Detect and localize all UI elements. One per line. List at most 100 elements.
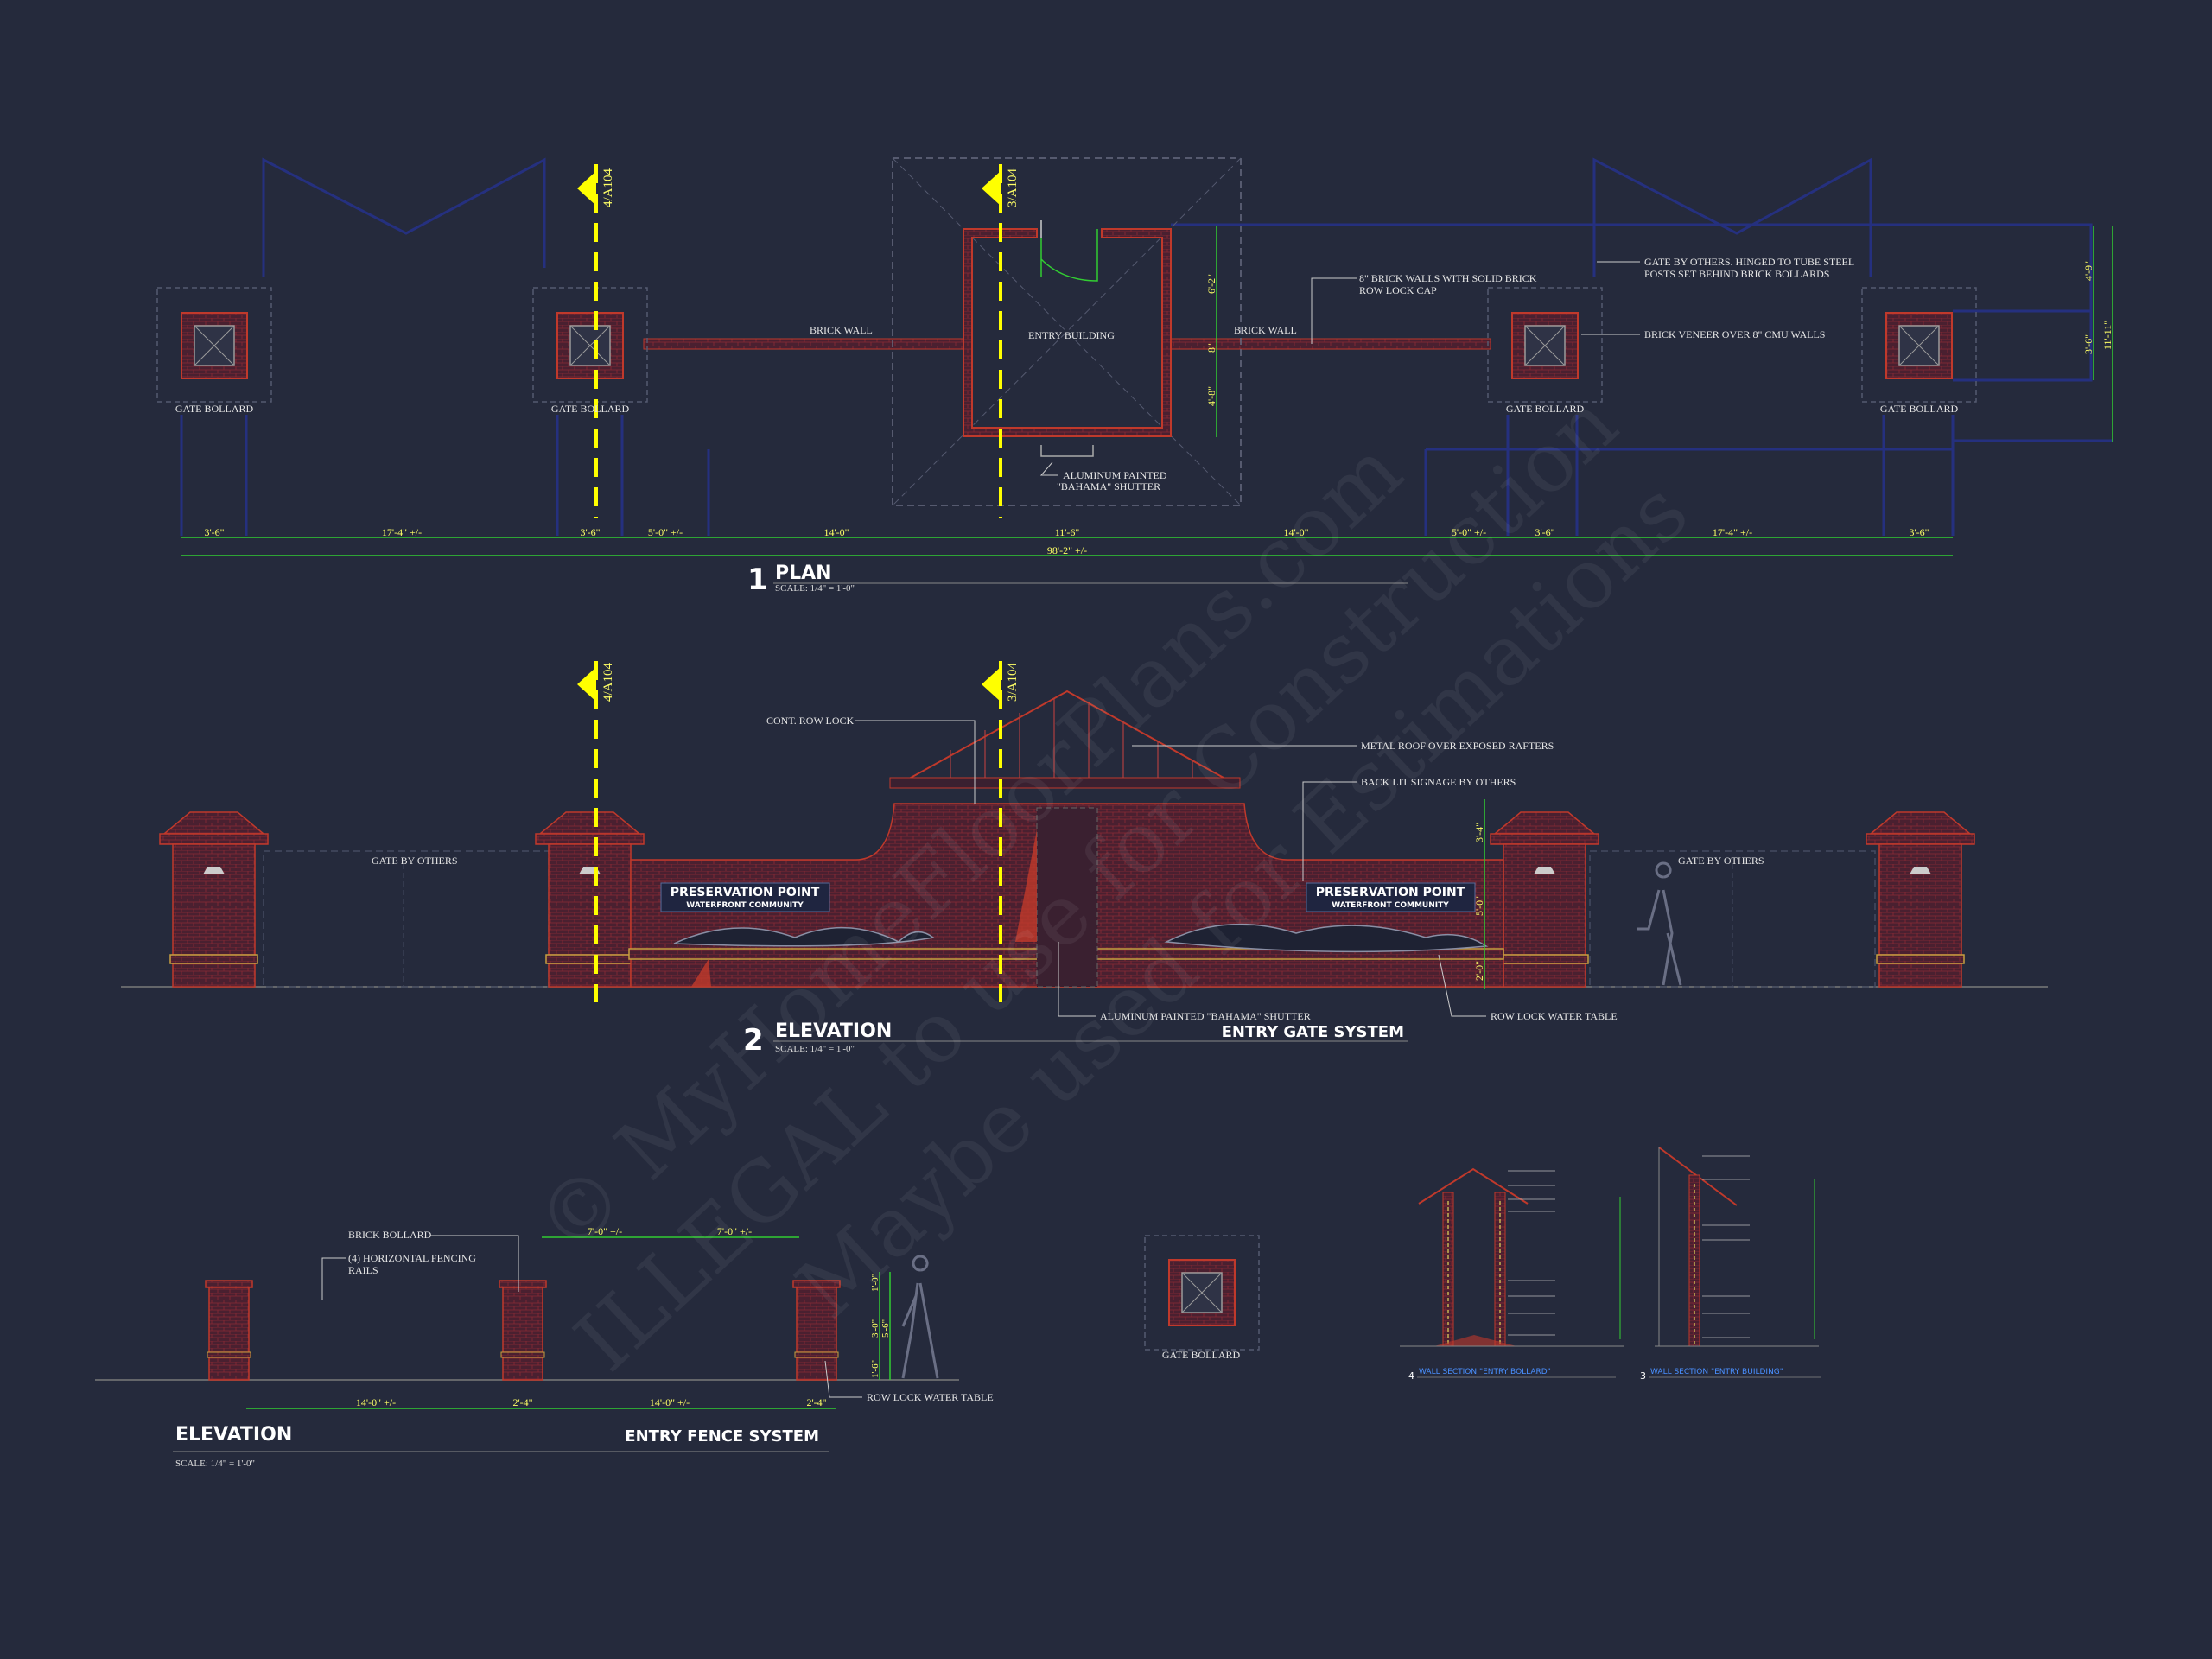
elev-section-tag-left: 4/A104 xyxy=(601,663,615,702)
plan-bollard-label-4: GATE BOLLARD xyxy=(1880,403,1959,415)
elev-bollard-3 xyxy=(1490,811,1599,988)
fence-dim-bottom-2: 2'-4" xyxy=(512,1396,532,1408)
plan-section-tag-center: 3/A104 xyxy=(1006,168,1020,208)
section-3-number: 3 xyxy=(1640,1370,1646,1382)
fence-dim-right-1: 1'-0" xyxy=(870,1274,880,1292)
plan-dim-6: 11'-6" xyxy=(1055,526,1080,538)
sign-right-line-1: PRESERVATION POINT xyxy=(1316,886,1465,899)
plan-bollard-label-1: GATE BOLLARD xyxy=(175,403,254,415)
plan-bollard-label-2: GATE BOLLARD xyxy=(551,403,630,415)
wall-section-bollard: 4 WALL SECTION "ENTRY BOLLARD" xyxy=(1400,1167,1624,1382)
elev-sign-right: PRESERVATION POINT WATERFRONT COMMUNITY xyxy=(1306,882,1476,912)
elev-water-table-label: ROW LOCK WATER TABLE xyxy=(1491,1010,1618,1022)
fence-subtitle: ENTRY FENCE SYSTEM xyxy=(625,1427,819,1446)
plan-building-dim-1: 6'-2" xyxy=(1205,274,1217,294)
elev-section-tag-center: 3/A104 xyxy=(1006,663,1020,702)
plan-section-tag-left: 4/A104 xyxy=(601,168,615,208)
plan-dimension-lines xyxy=(181,226,2113,556)
plan-brick-wall-right: BRICK WALL xyxy=(1234,324,1297,336)
plan-right-dim-2: 3'-6" xyxy=(2082,334,2094,354)
plan-dim-5: 14'-0" xyxy=(823,526,849,538)
plan-dim-4: 5'-0" +/- xyxy=(648,526,683,538)
fence-dim-top-1: 7'-0" +/- xyxy=(588,1225,622,1237)
plan-dim-10: 17'-4" +/- xyxy=(1713,526,1752,538)
plan-dim-1: 3'-6" xyxy=(204,526,224,538)
plan-title: PLAN xyxy=(775,563,832,584)
elev-dim-3: 2'-0" xyxy=(1473,961,1485,981)
fence-dim-top-2: 7'-0" +/- xyxy=(717,1225,752,1237)
plan-building-dim-2: 8" xyxy=(1205,343,1217,353)
fence-rails-label-1: (4) HORIZONTAL FENCING xyxy=(348,1252,476,1264)
elev-subtitle: ENTRY GATE SYSTEM xyxy=(1222,1023,1404,1041)
fence-elevation: BRICK BOLLARD (4) HORIZONTAL FENCING RAI… xyxy=(95,1225,994,1469)
fence-water-table-label: ROW LOCK WATER TABLE xyxy=(867,1391,994,1403)
gate-elevation: PRESERVATION POINT WATERFRONT COMMUNITY … xyxy=(121,661,2048,1058)
sign-right-line-2: WATERFRONT COMMUNITY xyxy=(1332,901,1449,910)
plan-bollard-label-3: GATE BOLLARD xyxy=(1506,403,1585,415)
elev-shutter-label: ALUMINUM PAINTED "BAHAMA" SHUTTER xyxy=(1100,1010,1311,1022)
elev-sign-left: PRESERVATION POINT WATERFRONT COMMUNITY xyxy=(660,882,830,912)
fence-dim-right-3: 5'-6" xyxy=(880,1319,891,1338)
elev-number: 2 xyxy=(743,1023,764,1058)
plan-scale: SCALE: 1/4" = 1'-0" xyxy=(775,583,855,594)
plan-dim-8: 5'-0" +/- xyxy=(1452,526,1486,538)
elev-title: ELEVATION xyxy=(775,1020,892,1042)
plan-dim-9: 3'-6" xyxy=(1535,526,1554,538)
plan-brick-walls-note-2: ROW LOCK CAP xyxy=(1359,284,1437,296)
fence-bollard-label: BRICK BOLLARD xyxy=(348,1229,432,1241)
plan-shutter-note-1: ALUMINUM PAINTED xyxy=(1063,469,1167,481)
sign-left-line-1: PRESERVATION POINT xyxy=(671,886,820,899)
plan-gate-swing-right xyxy=(1592,157,1872,276)
plan-brick-wall-left: BRICK WALL xyxy=(810,324,873,336)
fence-title: ELEVATION xyxy=(175,1424,292,1446)
fence-dim-bottom-4: 2'-4" xyxy=(806,1396,826,1408)
plan-entry-building xyxy=(892,157,1242,506)
plan-entry-building-label: ENTRY BUILDING xyxy=(1028,329,1115,341)
plan-gate-note-1: GATE BY OTHERS. HINGED TO TUBE STEEL xyxy=(1644,256,1854,268)
plan-right-dim-3: 11'-11" xyxy=(2101,321,2113,350)
sign-left-line-2: WATERFRONT COMMUNITY xyxy=(686,901,804,910)
plan-bollard-3 xyxy=(1487,287,1603,403)
elev-bollard-4 xyxy=(1866,811,1975,988)
fence-dim-right-4: 1'-6" xyxy=(870,1360,880,1378)
elev-entry-wall xyxy=(628,690,1504,988)
bollard-detail: GATE BOLLARD xyxy=(1144,1235,1260,1361)
elev-dim-2: 5'-0" xyxy=(1473,896,1485,916)
elev-scale: SCALE: 1/4" = 1'-0" xyxy=(775,1044,855,1054)
plan-dim-3: 3'-6" xyxy=(580,526,600,538)
plan-gate-swing-left xyxy=(262,157,546,276)
plan-building-dim-3: 4'-8" xyxy=(1205,386,1217,406)
fence-bollard-1 xyxy=(205,1280,253,1381)
fence-rails-label-2: RAILS xyxy=(348,1264,378,1276)
elev-dim-1: 3'-4" xyxy=(1473,823,1485,842)
plan-bollard-4 xyxy=(1861,287,1977,403)
fence-dim-bottom-3: 14'-0" +/- xyxy=(650,1396,690,1408)
section-4-number: 4 xyxy=(1408,1370,1414,1382)
plan-right-dim-1: 4'-9" xyxy=(2082,261,2094,281)
plan-shutter-note-2: "BAHAMA" SHUTTER xyxy=(1057,480,1160,493)
section-4-title: WALL SECTION "ENTRY BOLLARD" xyxy=(1419,1368,1551,1376)
plan-number: 1 xyxy=(747,563,768,597)
plan-bollard-2 xyxy=(532,287,648,403)
elev-metal-roof-label: METAL ROOF OVER EXPOSED RAFTERS xyxy=(1361,740,1554,752)
fence-dim-right-2: 3'-0" xyxy=(870,1319,880,1338)
elev-gate-left-label: GATE BY OTHERS xyxy=(372,855,458,867)
fence-bollard-3 xyxy=(792,1280,841,1381)
plan-gate-note-2: POSTS SET BEHIND BRICK BOLLARDS xyxy=(1644,268,1829,280)
plan-brick-walls-note-1: 8" BRICK WALLS WITH SOLID BRICK xyxy=(1359,272,1537,284)
plan-dim-total: 98'-2" +/- xyxy=(1047,544,1087,556)
elev-signage-label: BACK LIT SIGNAGE BY OTHERS xyxy=(1361,776,1516,788)
fence-dim-bottom-1: 14'-0" +/- xyxy=(356,1396,396,1408)
elev-row-lock-label: CONT. ROW LOCK xyxy=(766,715,855,727)
elev-gate-right-label: GATE BY OTHERS xyxy=(1678,855,1764,867)
section-3-title: WALL SECTION "ENTRY BUILDING" xyxy=(1650,1368,1783,1376)
plan-dim-2: 17'-4" +/- xyxy=(382,526,422,538)
fence-bollard-2 xyxy=(499,1280,547,1381)
elev-bollard-2 xyxy=(535,811,645,988)
wall-section-building: 3 WALL SECTION "ENTRY BUILDING" xyxy=(1640,1147,1821,1382)
elev-bollard-1 xyxy=(159,811,269,988)
plan-dim-7: 14'-0" xyxy=(1283,526,1308,538)
bollard-detail-label: GATE BOLLARD xyxy=(1162,1349,1241,1361)
plan-bollard-1 xyxy=(156,287,272,403)
